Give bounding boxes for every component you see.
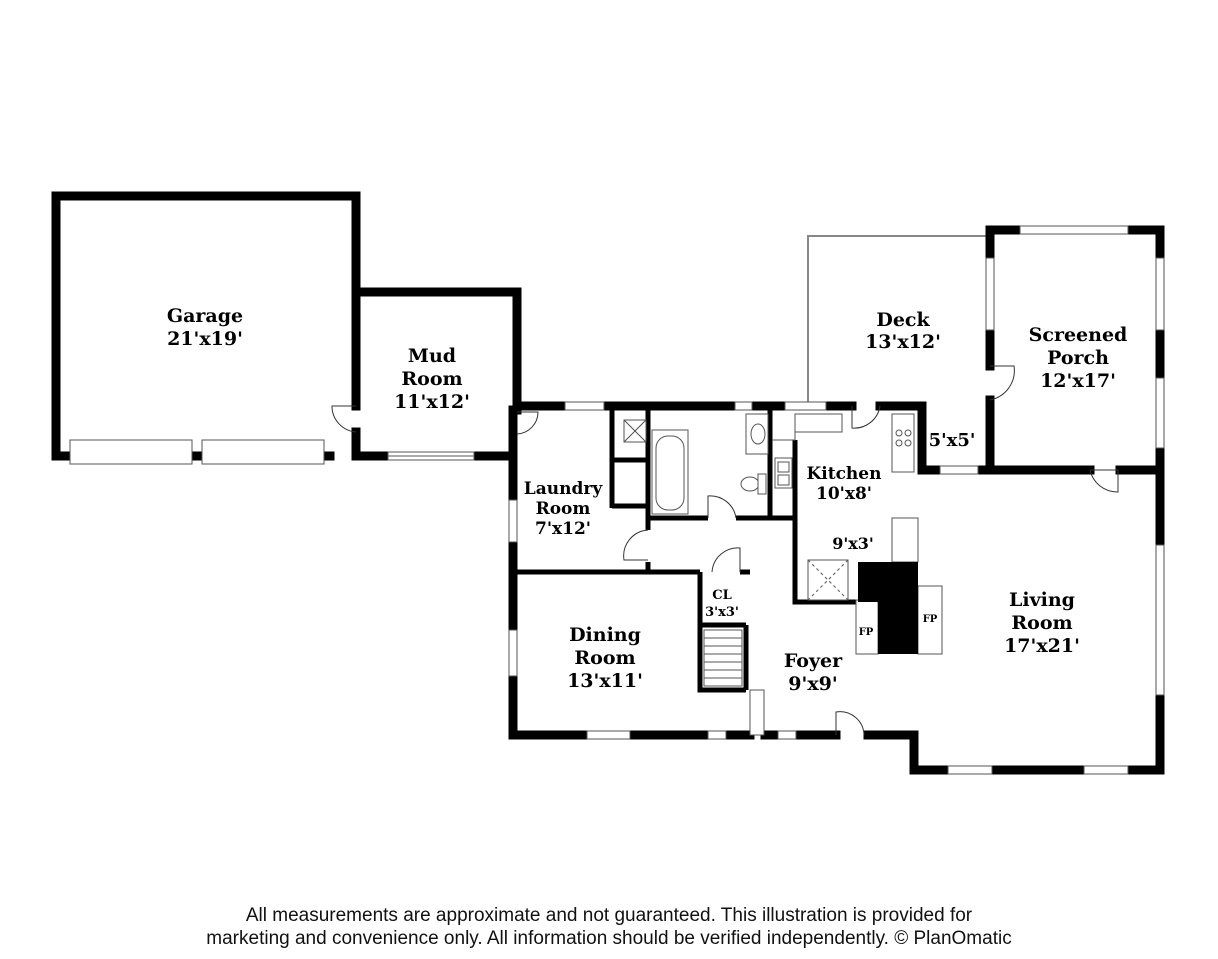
foyer-size: 9'x9': [788, 673, 837, 695]
living-room-size: 17'x21': [1004, 635, 1080, 657]
living-room-name-1: Living: [1009, 589, 1075, 611]
disclaimer-line-1: All measurements are approximate and not…: [245, 905, 973, 926]
room-labels: Garage 21'x19' Mud Room 11'x12' Deck 13'…: [167, 305, 1127, 695]
laundry-room-name-1: Laundry: [524, 479, 604, 499]
foyer-name: Foyer: [784, 650, 843, 672]
pantry-size: 9'x3': [832, 534, 874, 553]
kitchen-name: Kitchen: [807, 464, 882, 484]
garage-size: 21'x19': [167, 328, 243, 350]
screened-porch-name-2: Porch: [1047, 347, 1109, 369]
stairs: [703, 629, 743, 687]
living-room-name-2: Room: [1011, 612, 1072, 634]
mud-room-walls: [351, 287, 522, 415]
garage-name: Garage: [167, 305, 243, 327]
kitchen-size: 10'x8': [816, 484, 872, 504]
closet-name: CL: [712, 588, 732, 603]
fireplace-label-left: FP: [859, 627, 874, 638]
mud-room-name-2: Room: [401, 368, 462, 390]
fireplace-label-right: FP: [923, 614, 938, 625]
dining-room-name-2: Room: [574, 647, 635, 669]
disclaimer-line-2: marketing and convenience only. All info…: [206, 928, 1012, 949]
disclaimer-text: All measurements are approximate and not…: [0, 904, 1218, 950]
doors: [331, 365, 1119, 736]
laundry-room-name-2: Room: [536, 499, 591, 519]
dining-room-name-1: Dining: [569, 624, 641, 646]
deck-name: Deck: [876, 309, 930, 331]
mud-room-size: 11'x12': [394, 391, 470, 413]
screened-porch-size: 12'x17': [1040, 370, 1116, 392]
fixtures: [623, 413, 943, 736]
interior-walls: [513, 410, 858, 693]
laundry-room-size: 7'x12': [535, 519, 591, 539]
deck-size: 13'x12': [865, 331, 941, 353]
closet-size: 3'x3': [705, 605, 739, 620]
screened-porch-name-1: Screened: [1029, 324, 1128, 346]
mud-room-name-1: Mud: [408, 345, 456, 367]
windows: [69, 225, 1165, 775]
chimney: [858, 562, 918, 654]
small-deck-size: 5'x5': [929, 430, 976, 451]
dining-room-size: 13'x11': [567, 670, 643, 692]
deck-railing: [807, 235, 990, 404]
